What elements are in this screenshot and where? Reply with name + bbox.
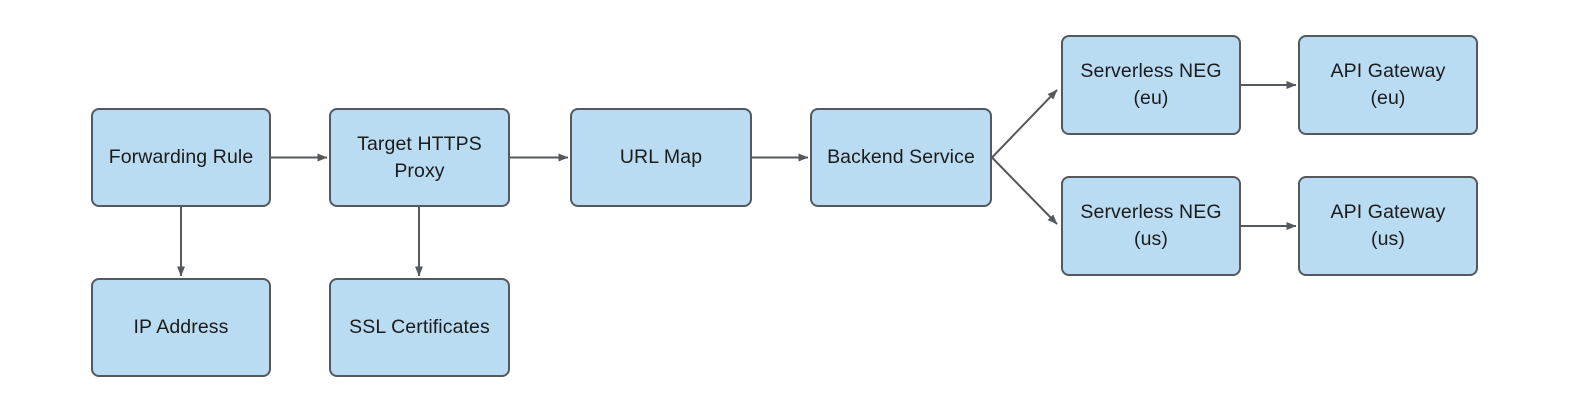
node-label: URL Map bbox=[619, 146, 703, 169]
node-url-map[interactable]: URL Map bbox=[570, 108, 752, 207]
node-label: Backend Service bbox=[827, 146, 975, 169]
node-label: Target HTTPS Proxy bbox=[357, 132, 482, 182]
node-label: SSL Certificates bbox=[349, 316, 490, 339]
node-forwarding-rule[interactable]: Forwarding Rule bbox=[91, 108, 271, 207]
edge-backend-service-to-serverless-neg-eu bbox=[991, 89, 1058, 159]
edge-backend-service-to-serverless-neg-us bbox=[991, 156, 1058, 225]
node-label: IP Address bbox=[133, 316, 229, 339]
node-ip-address[interactable]: IP Address bbox=[91, 278, 271, 377]
node-label: Serverless NEG (us) bbox=[1080, 201, 1222, 250]
node-serverless-neg-us[interactable]: Serverless NEG (us) bbox=[1061, 176, 1241, 276]
node-api-gateway-eu[interactable]: API Gateway (eu) bbox=[1298, 35, 1478, 135]
node-label: API Gateway (us) bbox=[1330, 201, 1446, 250]
node-serverless-neg-eu[interactable]: Serverless NEG (eu) bbox=[1061, 35, 1241, 135]
node-target-https-proxy[interactable]: Target HTTPS Proxy bbox=[329, 108, 510, 207]
node-api-gateway-us[interactable]: API Gateway (us) bbox=[1298, 176, 1478, 276]
node-label: API Gateway (eu) bbox=[1330, 60, 1446, 109]
node-label: Forwarding Rule bbox=[108, 146, 254, 169]
node-ssl-certificates[interactable]: SSL Certificates bbox=[329, 278, 510, 377]
node-backend-service[interactable]: Backend Service bbox=[810, 108, 992, 207]
node-label: Serverless NEG (eu) bbox=[1080, 60, 1222, 109]
